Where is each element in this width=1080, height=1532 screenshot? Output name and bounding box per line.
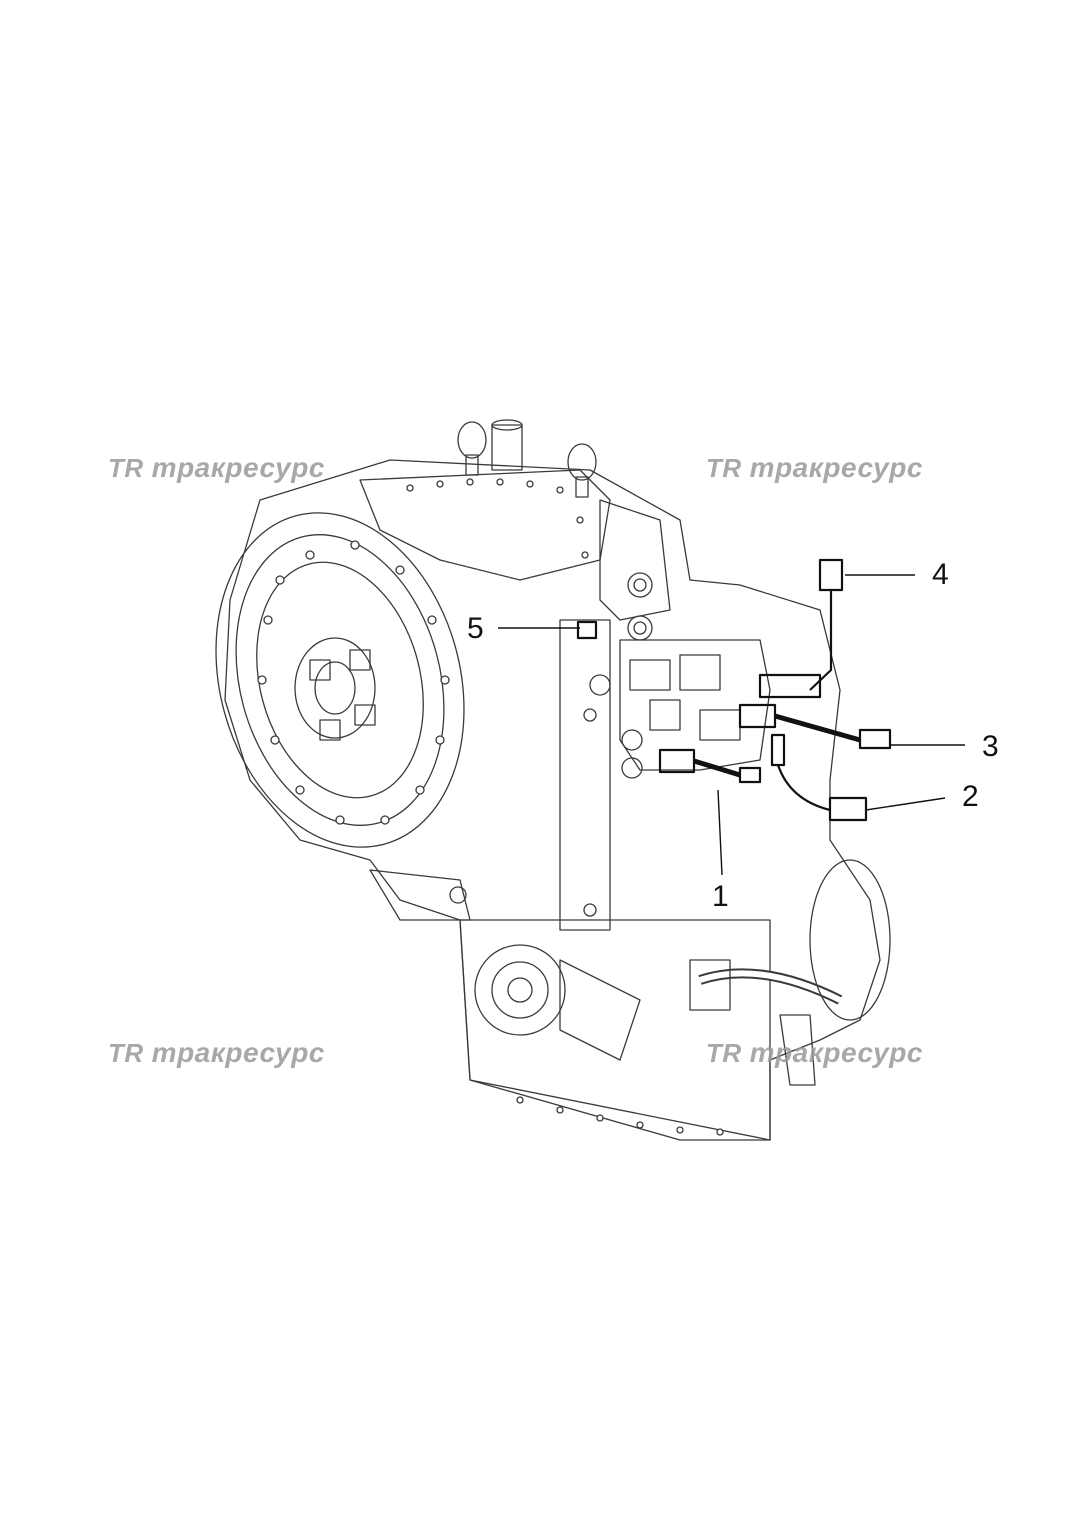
connector-2	[828, 796, 868, 822]
hub	[294, 637, 376, 739]
watermark-logo: TR	[108, 1038, 144, 1068]
output-flange	[474, 944, 566, 1036]
speed-sensor-2	[770, 733, 786, 767]
pump-block	[599, 499, 671, 621]
harness-3	[774, 713, 861, 743]
watermark-text: тракресурс	[151, 1037, 325, 1068]
sensor-5	[576, 620, 598, 640]
harness-1	[693, 758, 741, 778]
leader-1	[717, 789, 723, 876]
connector-4	[818, 558, 844, 592]
watermark-logo: TR	[108, 453, 144, 483]
lifting-eye-right	[567, 443, 597, 481]
watermark-logo: TR	[706, 453, 742, 483]
watermark-text: тракресурс	[749, 1037, 923, 1068]
leader-2	[865, 797, 946, 811]
harness-4	[809, 590, 833, 691]
side-cover	[809, 859, 891, 1021]
temp-sensor-1	[658, 748, 696, 774]
temp-sensor-3	[738, 703, 777, 729]
watermark-text: тракресурс	[151, 452, 325, 483]
housing-outline	[224, 459, 881, 1141]
callout-5: 5	[467, 612, 484, 645]
pressure-switch-4	[758, 673, 822, 699]
bell-housing-outer	[215, 512, 465, 848]
harness-2	[776, 764, 831, 812]
breather	[491, 424, 523, 471]
lifting-eye-left	[457, 421, 487, 459]
callout-2: 2	[962, 780, 979, 813]
lower-case	[459, 919, 771, 1141]
top-cover	[359, 469, 611, 581]
callout-4: 4	[932, 558, 949, 591]
callout-1: 1	[712, 880, 729, 913]
connector-3	[858, 728, 892, 750]
callout-3: 3	[982, 730, 999, 763]
watermark-text: тракресурс	[749, 452, 923, 483]
watermark-logo: TR	[706, 1038, 742, 1068]
bracket	[559, 619, 611, 931]
connector-1	[738, 766, 762, 784]
